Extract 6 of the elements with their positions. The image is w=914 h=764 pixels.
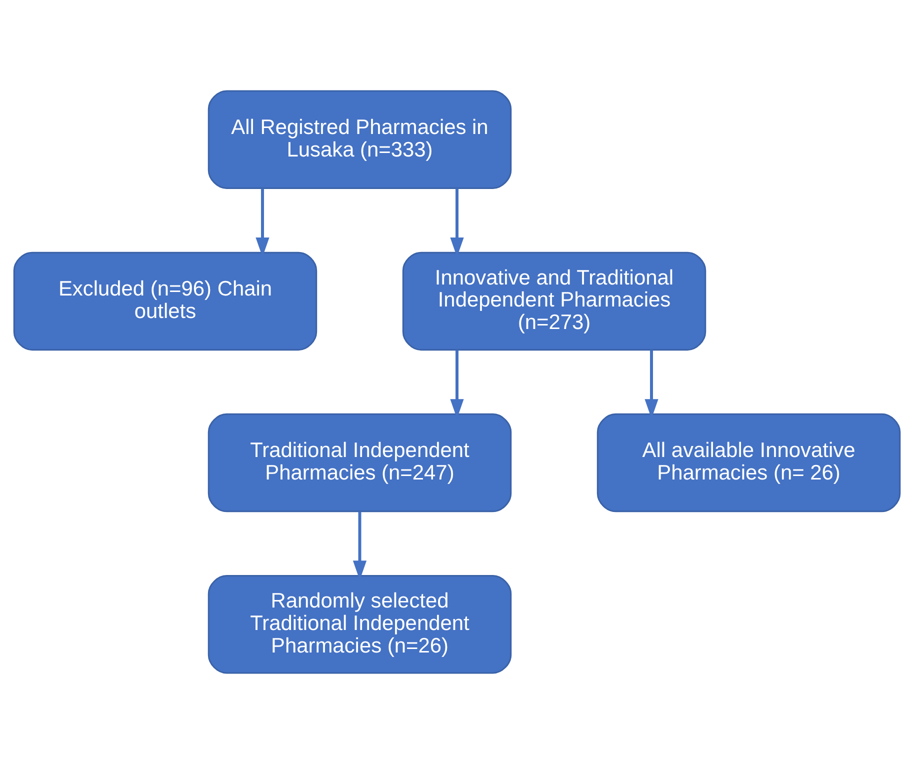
node-box: All Registred Pharmacies in Lusaka (n=333) bbox=[208, 90, 512, 189]
node-box: Excluded (n=96) Chain outlets bbox=[13, 252, 318, 351]
node-box: Innovative and Traditional Independent Pharmacies (n=273) bbox=[402, 252, 706, 351]
node-box: Traditional Independent Pharmacies (n=247) bbox=[208, 413, 512, 512]
node-box: All available Innovative Pharmacies (n= 26) bbox=[596, 413, 901, 512]
node-box: Randomly selected Traditional Independent Pharmacies (n=26) bbox=[208, 575, 512, 674]
